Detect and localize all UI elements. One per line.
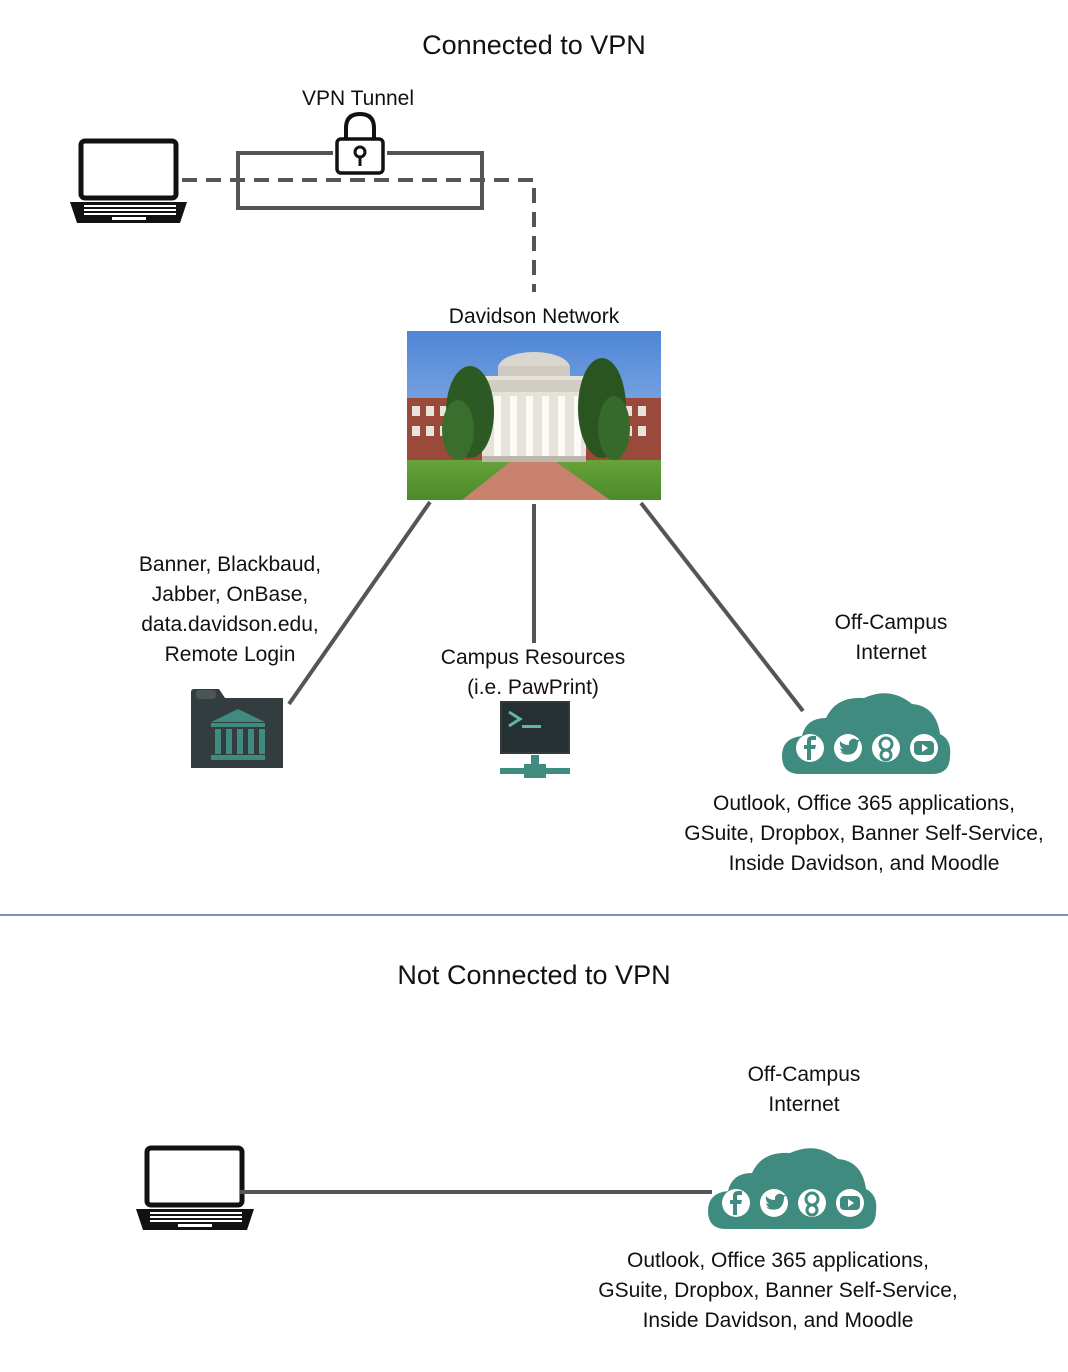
internet-line: Off-Campus [747, 1063, 861, 1086]
vpn-only-services-label: Banner, Blackbaud, Jabber, OnBase, data.… [110, 550, 350, 670]
connected-section-title: Connected to VPN [422, 30, 646, 60]
internet-line: Internet [768, 1093, 840, 1116]
davidson-network-label: Davidson Network [448, 305, 620, 328]
cloud-apps-line: Inside Davidson, and Moodle [642, 1309, 914, 1332]
services-line: Remote Login [164, 643, 296, 666]
services-line: data.davidson.edu, [141, 613, 319, 636]
campus-line: Campus Resources [440, 646, 626, 669]
cloud-apps-line: GSuite, Dropbox, Banner Self-Service, [684, 822, 1044, 845]
cloud-apps-label: Outlook, Office 365 applications, GSuite… [568, 1246, 988, 1336]
campus-resources-label: Campus Resources (i.e. PawPrint) [413, 643, 653, 703]
internet-line: Off-Campus [834, 611, 948, 634]
cloud-apps-line: Outlook, Office 365 applications, [627, 1249, 929, 1272]
laptop-icon [70, 138, 187, 223]
link-network-to-internet [639, 501, 805, 713]
social-cloud-icon [782, 693, 951, 774]
vpn-tunnel-label: VPN Tunnel [301, 87, 415, 110]
services-line: Banner, Blackbaud, [138, 553, 322, 576]
not-connected-section-title: Not Connected to VPN [397, 960, 671, 990]
terminal-monitor-icon [500, 701, 570, 778]
cloud-apps-line: Inside Davidson, and Moodle [728, 852, 1000, 875]
cloud-apps-line: Outlook, Office 365 applications, [713, 792, 1015, 815]
campus-line: (i.e. PawPrint) [467, 676, 599, 699]
internet-line: Internet [855, 641, 927, 664]
social-cloud-icon [708, 1148, 877, 1229]
folder-bank-icon [191, 689, 283, 768]
services-line: Jabber, OnBase, [151, 583, 309, 606]
cloud-apps-label: Outlook, Office 365 applications, GSuite… [654, 789, 1068, 879]
laptop-icon [136, 1145, 254, 1230]
cloud-apps-line: GSuite, Dropbox, Banner Self-Service, [598, 1279, 958, 1302]
off-campus-internet-label: Off-Campus Internet [704, 1060, 904, 1120]
padlock-icon [333, 111, 387, 176]
campus-building-photo [407, 331, 661, 500]
link-network-to-services [287, 500, 432, 706]
off-campus-internet-label: Off-Campus Internet [791, 608, 991, 668]
